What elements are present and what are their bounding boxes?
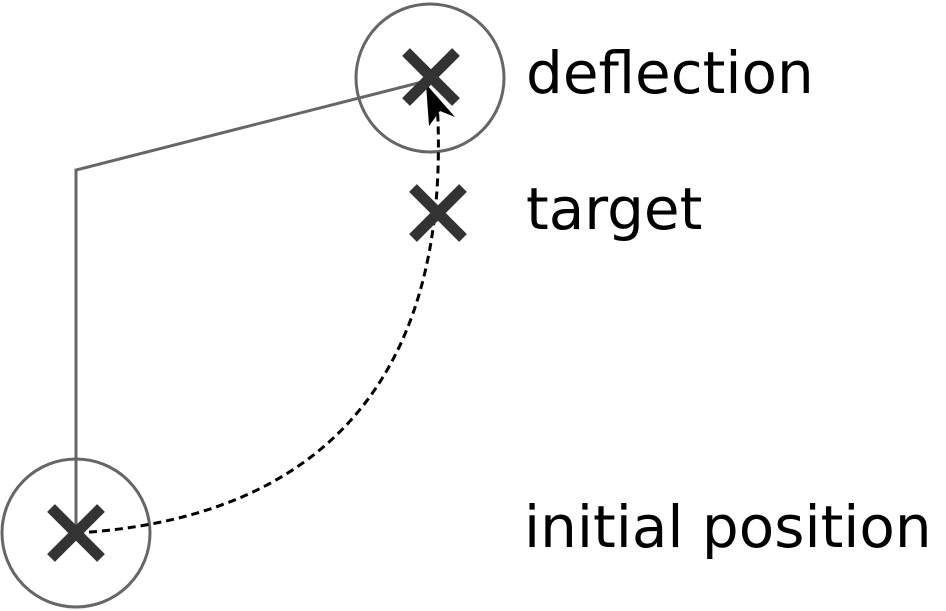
initial-position-circle xyxy=(0,457,152,609)
target-cross-marker xyxy=(409,184,467,242)
deflection-label: deflection xyxy=(526,39,814,107)
deflection-cross-marker xyxy=(402,48,460,106)
initial-position-cross-marker xyxy=(47,504,105,562)
deflection-circle xyxy=(354,2,506,154)
target-label: target xyxy=(526,175,702,243)
trajectory-arrowhead xyxy=(426,84,455,126)
initial-position-label: initial position xyxy=(524,493,932,561)
actual-trajectory-dashed xyxy=(75,99,440,535)
commanded-path-line xyxy=(74,78,431,533)
